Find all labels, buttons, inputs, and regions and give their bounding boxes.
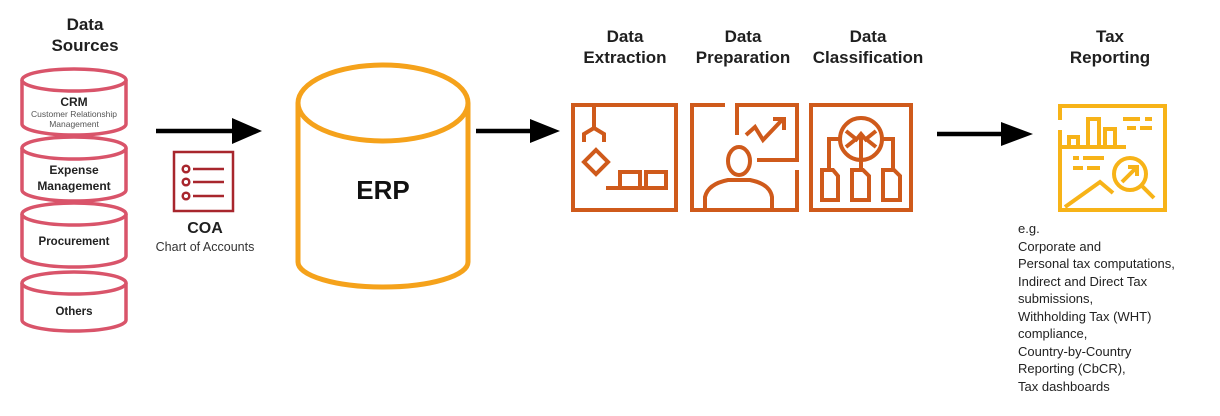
data-source-stack: [20, 67, 128, 333]
note-line: Personal tax computations,: [1018, 256, 1175, 271]
data-preparation-heading: Data Preparation: [682, 26, 804, 68]
crm-sublabel: Management: [49, 119, 99, 129]
crm-db-icon: [20, 67, 128, 137]
data-classification-heading: Data Classification: [800, 26, 936, 68]
routing-documents-icon: [809, 103, 913, 212]
checklist-icon: [172, 150, 235, 213]
note-line: e.g.: [1018, 221, 1040, 236]
coa-title: COA: [187, 220, 223, 237]
heading-line: Classification: [812, 48, 924, 67]
tax-reporting-examples: e.g. Corporate and Personal tax computat…: [1018, 220, 1175, 395]
note-line: Corporate and: [1018, 238, 1102, 254]
procurement-source: Procurement: [22, 236, 126, 248]
expense-label: Expense: [49, 163, 99, 177]
note-line: Reporting (CbCR),: [1018, 361, 1126, 376]
expense-management-source: Expense Management: [22, 162, 126, 194]
arrow-erp-to-extraction: [476, 119, 560, 143]
procurement-db-icon: [20, 201, 128, 269]
presenter-chart-icon: [690, 103, 799, 212]
data-sources-heading: Data Sources: [20, 14, 150, 56]
others-db-icon: [20, 270, 128, 333]
heading-line: Data: [724, 27, 762, 46]
arrow-classification-to-reporting: [937, 122, 1033, 146]
heading-line: Preparation: [695, 48, 791, 67]
note-line: submissions,: [1018, 291, 1094, 306]
database-icon: [295, 62, 471, 290]
crm-source: CRM Customer Relationship Management: [22, 95, 126, 129]
procurement-label: Procurement: [38, 236, 110, 248]
heading-line: Data: [849, 27, 887, 46]
heading-line: Tax: [1095, 27, 1125, 46]
note-line: Country-by-Country: [1018, 343, 1132, 359]
note-line: Tax dashboards: [1018, 378, 1110, 394]
crm-label: CRM: [60, 95, 88, 109]
note-line: compliance,: [1018, 326, 1088, 341]
arrow-sources-to-erp: [156, 118, 262, 144]
crm-sublabel: Customer Relationship: [31, 109, 117, 119]
analytics-report-icon: [1058, 104, 1167, 212]
note-line: Withholding Tax (WHT): [1018, 308, 1152, 324]
heading-line: Data: [606, 27, 644, 46]
heading-line: Data: [66, 15, 104, 34]
tax-reporting-heading: Tax Reporting: [1050, 26, 1170, 68]
others-source: Others: [22, 306, 126, 318]
coa-subtitle: Chart of Accounts: [155, 240, 255, 254]
heading-line: Reporting: [1069, 48, 1151, 67]
robotic-arm-conveyor-icon: [571, 103, 678, 212]
heading-line: Sources: [51, 36, 119, 55]
data-extraction-heading: Data Extraction: [560, 26, 690, 68]
others-label: Others: [55, 306, 93, 318]
expense-db-icon: [20, 135, 128, 203]
heading-line: Extraction: [583, 48, 667, 67]
note-line: Indirect and Direct Tax: [1018, 273, 1148, 289]
erp-label: ERP: [356, 175, 410, 205]
expense-label: Management: [37, 179, 111, 193]
